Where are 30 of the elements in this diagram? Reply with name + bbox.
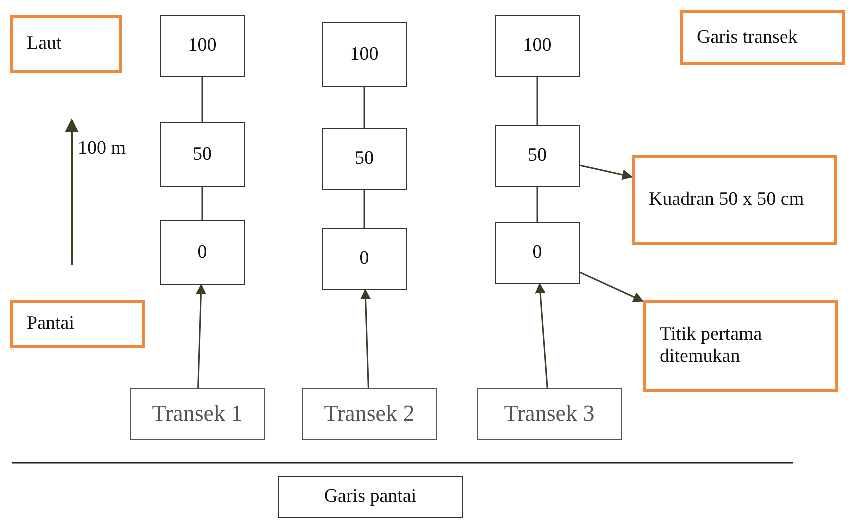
connector-line [202, 77, 204, 122]
distance-label: 100 m [78, 138, 126, 160]
transect-box: Transek 2 [302, 388, 437, 440]
arrow [580, 164, 634, 180]
connector-line [364, 190, 366, 228]
legend-box: Garis transek [680, 10, 845, 65]
quadrat-box: 50 [160, 122, 245, 187]
shoreline-label-box: Garis pantai [278, 476, 463, 518]
legend-box: Titik pertama ditemukan [643, 300, 838, 392]
quadrat-box: 0 [495, 222, 580, 284]
connector-line [536, 77, 538, 125]
beach-label-box: Pantai [10, 300, 145, 348]
arrow [360, 288, 372, 388]
quadrat-box: 50 [495, 125, 580, 187]
transect-box: Transek 1 [130, 388, 265, 440]
quadrat-box: 0 [322, 228, 407, 290]
arrow [196, 284, 206, 388]
transect-box: Transek 3 [477, 388, 622, 440]
legend-box: Kuadran 50 x 50 cm [632, 155, 837, 245]
quadrat-box: 100 [495, 15, 580, 77]
quadrat-box: 100 [322, 22, 407, 87]
connector-line [536, 187, 538, 222]
quadrat-box: 100 [160, 15, 245, 77]
sea-label-box: Laut [10, 15, 122, 73]
quadrat-box: 0 [160, 220, 245, 285]
arrow [535, 282, 548, 388]
connector-line [364, 87, 366, 128]
arrow [580, 272, 644, 302]
connector-line [202, 187, 204, 220]
quadrat-box: 50 [322, 128, 407, 190]
